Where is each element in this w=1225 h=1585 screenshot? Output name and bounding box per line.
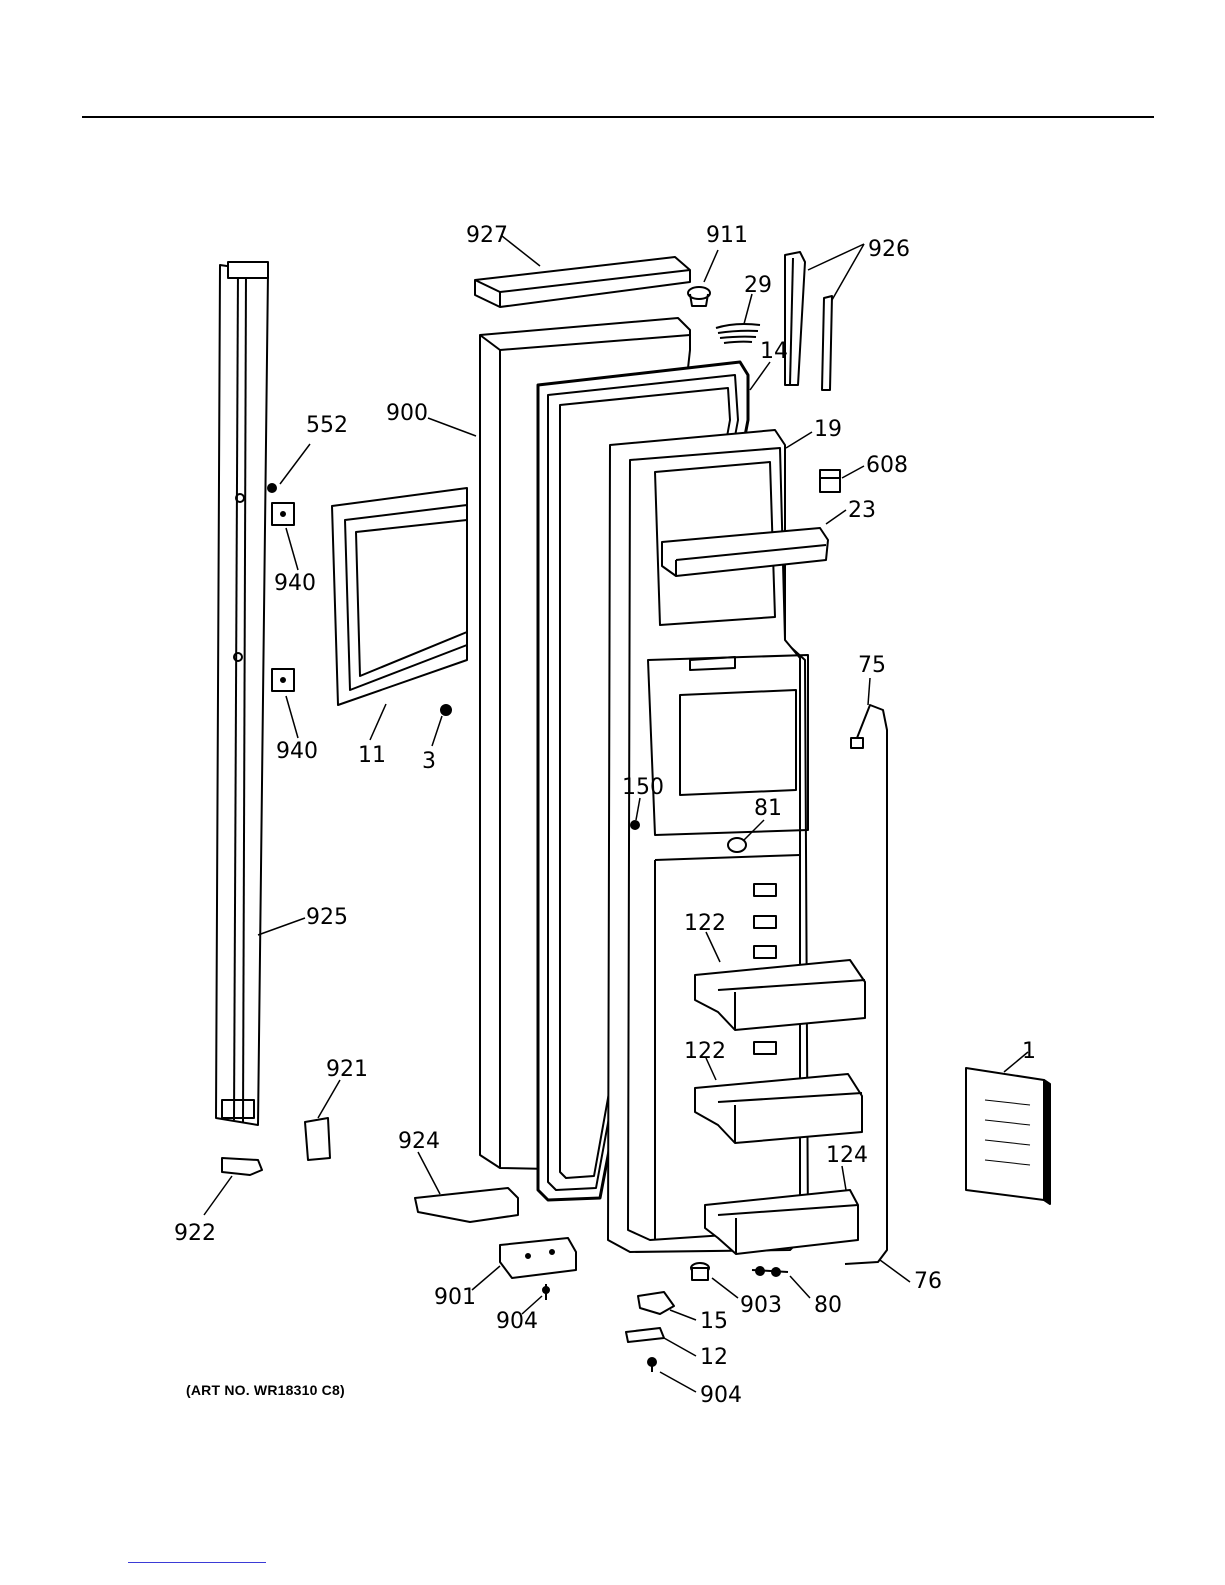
part-903-bushing	[691, 1263, 709, 1280]
callout-901: 901	[434, 1285, 476, 1310]
callout-900: 900	[386, 401, 428, 426]
callout-3: 3	[422, 749, 436, 774]
callout-23: 23	[848, 498, 876, 523]
part-12-plate	[626, 1328, 664, 1342]
callout-924: 924	[398, 1129, 440, 1154]
part-926-covers	[785, 252, 832, 390]
part-904-screw-lower	[648, 1358, 656, 1372]
callout-80: 80	[814, 1293, 842, 1318]
part-924-channel	[415, 1188, 518, 1222]
callout-11: 11	[358, 743, 386, 768]
callout-940-upper: 940	[274, 571, 316, 596]
callout-552: 552	[306, 413, 348, 438]
callout-81: 81	[754, 796, 782, 821]
callout-940-lower: 940	[276, 739, 318, 764]
part-15-cam	[638, 1292, 674, 1314]
part-940-bracket-upper	[272, 503, 294, 525]
part-911-bushing	[688, 287, 710, 306]
part-11-frame	[332, 488, 467, 705]
part-940-bracket-lower	[272, 669, 294, 691]
callout-29: 29	[744, 273, 772, 298]
part-925-rail	[216, 262, 268, 1125]
part-922-hinge	[222, 1158, 262, 1175]
part-80-pin	[752, 1267, 788, 1276]
callout-904-upper: 904	[496, 1309, 538, 1334]
callout-76: 76	[914, 1269, 942, 1294]
callout-150: 150	[622, 775, 664, 800]
footer-link-underline[interactable]	[128, 1562, 266, 1563]
part-552-screw	[268, 484, 276, 492]
callout-15: 15	[700, 1309, 728, 1334]
callout-903: 903	[740, 1293, 782, 1318]
callout-608: 608	[866, 453, 908, 478]
callout-921: 921	[326, 1057, 368, 1082]
callout-122-upper: 122	[684, 911, 726, 936]
art-number: (ART NO. WR18310 C8)	[186, 1382, 345, 1398]
callout-124: 124	[826, 1143, 868, 1168]
callout-926: 926	[868, 237, 910, 262]
part-901-bottom-cap	[500, 1238, 576, 1278]
callout-904-lower: 904	[700, 1383, 742, 1408]
callout-1: 1	[1022, 1039, 1036, 1064]
part-3-screw	[441, 705, 451, 715]
callout-75: 75	[858, 653, 886, 678]
part-927-top-cap	[475, 257, 690, 307]
part-921-bracket	[305, 1118, 330, 1160]
callout-19: 19	[814, 417, 842, 442]
callout-12: 12	[700, 1345, 728, 1370]
callout-14: 14	[760, 339, 788, 364]
callout-122-lower: 122	[684, 1039, 726, 1064]
part-29-wire-harness	[716, 324, 760, 343]
part-81-knob	[728, 838, 746, 852]
callout-925: 925	[306, 905, 348, 930]
callout-922: 922	[174, 1221, 216, 1246]
part-150-screw	[631, 821, 639, 829]
callout-927: 927	[466, 223, 508, 248]
part-608-switch	[820, 470, 840, 492]
part-1-manual	[966, 1068, 1050, 1204]
part-904-screw-upper	[543, 1284, 549, 1300]
callout-911: 911	[706, 223, 748, 248]
